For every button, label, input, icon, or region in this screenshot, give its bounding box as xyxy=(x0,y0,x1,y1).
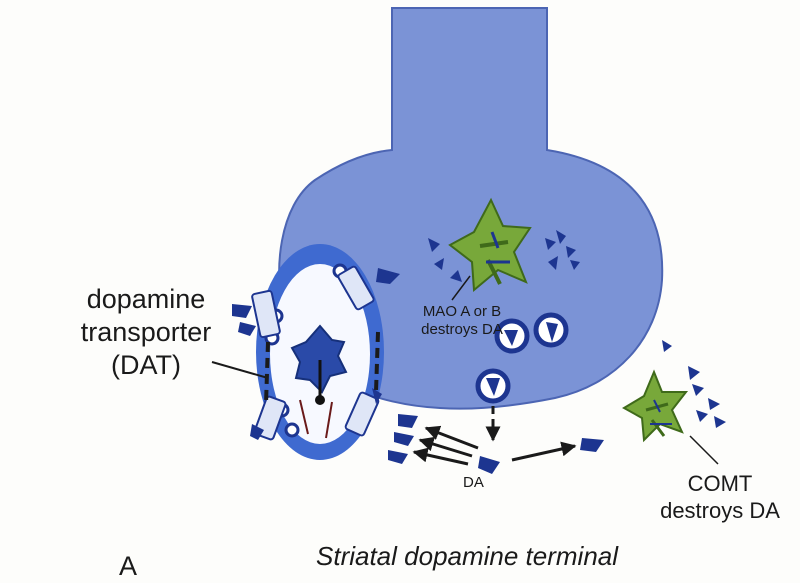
dat-label-line3: (DAT) xyxy=(111,350,181,380)
dopamine-fragments-cleft xyxy=(388,414,418,464)
dat-leader-line xyxy=(211,361,269,379)
dat-label-line1: dopamine xyxy=(86,284,206,314)
comt-label-line2: destroys DA xyxy=(660,498,780,523)
comt-label-line1: COMT xyxy=(687,471,753,496)
dopamine-molecule xyxy=(478,456,500,474)
da-label: DA xyxy=(463,474,484,491)
mao-label: MAO A or B destroys DA xyxy=(402,303,522,339)
dopamine-molecule xyxy=(376,268,400,284)
dopamine-fragments-mao xyxy=(428,230,580,282)
comt-label: COMT destroys DA xyxy=(640,470,800,524)
mao-label-line1: MAO A or B xyxy=(422,303,502,320)
mao-leader-line xyxy=(451,275,471,301)
mao-enzyme xyxy=(448,197,532,293)
reuptake-arrows xyxy=(412,425,479,466)
comt-leader-line xyxy=(689,435,719,465)
dat-label: dopamine transporter (DAT) xyxy=(58,283,234,382)
dopamine-fragments-comt xyxy=(662,340,726,428)
diffusion-arrow xyxy=(511,441,577,462)
dat-label-line2: transporter xyxy=(80,317,212,347)
dopamine-transporter xyxy=(232,244,384,460)
mao-label-line2: destroys DA xyxy=(421,321,503,338)
synaptic-vesicle-releasing xyxy=(475,368,511,404)
dopamine-receptor xyxy=(290,324,348,394)
dopamine-molecule xyxy=(580,438,604,452)
comt-enzyme xyxy=(622,369,689,443)
synaptic-vesicle xyxy=(533,312,569,348)
panel-letter: A xyxy=(119,551,138,581)
figure-caption: Striatal dopamine terminal xyxy=(316,541,619,571)
synaptic-vesicle xyxy=(494,318,530,354)
